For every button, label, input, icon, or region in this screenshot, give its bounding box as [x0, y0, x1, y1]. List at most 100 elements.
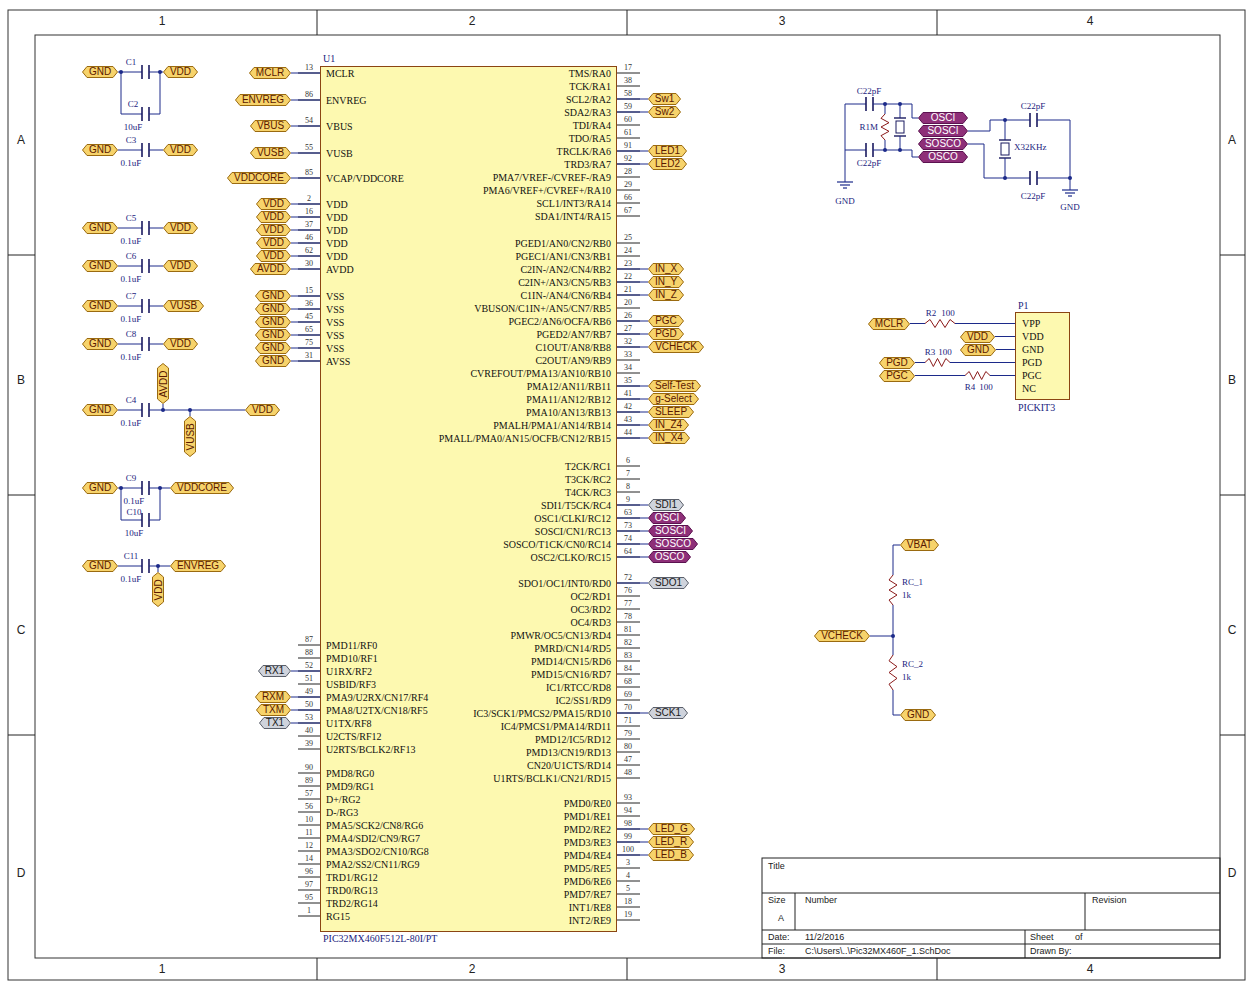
pin-name: VDD	[326, 251, 348, 262]
pin-name: OSC2/CLKO/RC15	[530, 552, 611, 563]
port-outline	[228, 173, 291, 184]
pin-name: OC3/RD2	[570, 604, 611, 615]
wire	[149, 306, 163, 307]
port-outline	[250, 68, 291, 79]
pin-line	[617, 177, 640, 178]
pin-number: 24	[624, 246, 632, 255]
frame-border	[8, 10, 1245, 980]
port-outline	[649, 526, 693, 537]
crystal-symbol	[1005, 120, 1006, 140]
pin-name: PMD10/RF1	[326, 653, 378, 664]
pin-name: T3CK/RC2	[565, 474, 611, 485]
pin-number: 86	[305, 90, 313, 99]
wire	[845, 104, 866, 105]
port-name: PGC	[648, 315, 684, 327]
port-outline	[901, 710, 936, 721]
pin-number: 94	[624, 806, 632, 815]
pin-line	[298, 812, 320, 813]
ground-symbol	[837, 181, 853, 182]
pin-name: VBUSON/C1IN+/AN5/CN7/RB5	[474, 303, 611, 314]
junction-dot	[158, 486, 162, 490]
net-port: SOSCI	[918, 125, 968, 137]
port-name: VDD	[256, 198, 291, 210]
port-outline	[649, 342, 704, 353]
pin-line	[298, 903, 320, 904]
net-port: Self-Test	[648, 380, 701, 392]
pin-line	[617, 138, 640, 139]
port-name: GND	[960, 344, 996, 356]
wire	[291, 178, 320, 179]
pin-line	[617, 868, 640, 869]
pin-name: PGC	[1022, 369, 1063, 382]
pin-line	[617, 661, 640, 662]
crystal-symbol	[896, 121, 904, 133]
junction-dot	[1068, 176, 1072, 180]
pin-name: CVREFOUT/PMA13/AN10/RB10	[470, 368, 611, 379]
pin-name: U1RTS/BCLK1/CN21/RD15	[493, 773, 611, 784]
pin-number: 81	[624, 625, 632, 634]
port-name: IN_Y	[648, 276, 684, 288]
wire	[870, 636, 893, 637]
pin-number: 56	[305, 802, 313, 811]
pin-number: 53	[305, 713, 313, 722]
pin-name: TDO/RA5	[569, 133, 611, 144]
wire	[291, 256, 320, 257]
grid-reference: C	[17, 623, 26, 637]
net-port: ENVREG	[235, 94, 291, 106]
pin-number: 74	[624, 534, 632, 543]
pin-line	[298, 773, 320, 774]
port-outline	[256, 304, 291, 315]
capacitor-symbol	[865, 97, 867, 111]
pin-line	[617, 700, 640, 701]
wire	[995, 336, 1015, 337]
pin-line	[617, 609, 640, 610]
port-outline	[649, 107, 681, 118]
port-outline	[869, 318, 910, 329]
pin-name: INT2/RE9	[569, 915, 611, 926]
net-port: GND	[82, 260, 118, 272]
port-name: VDD	[152, 579, 164, 600]
junction-dot	[119, 70, 123, 74]
port-outline	[236, 95, 291, 106]
port-outline	[649, 394, 699, 405]
frame-tick	[937, 958, 938, 980]
net-port: IN_X	[648, 263, 684, 275]
port-name: GND	[82, 338, 118, 350]
part-label: 100	[979, 382, 993, 392]
resistor-symbol	[889, 655, 897, 690]
pin-number: 85	[305, 168, 313, 177]
part-label: C2	[128, 99, 139, 109]
pin-name: VPP	[1022, 317, 1063, 330]
net-port: VDD	[163, 66, 198, 78]
port-name: OSCI	[648, 512, 686, 524]
wire	[617, 531, 648, 532]
pin-number: 100	[622, 845, 634, 854]
part-label: 0.1uF	[121, 274, 142, 284]
net-port: TX1	[259, 717, 291, 729]
wire	[617, 855, 648, 856]
port-name: GND	[900, 709, 936, 721]
pin-name: CN20/U1CTS/RD14	[527, 760, 611, 771]
pin-name: PMD2/RE2	[564, 824, 611, 835]
pin-name: NC	[1022, 382, 1063, 395]
pin-number: 67	[624, 206, 632, 215]
port-outline	[185, 417, 196, 457]
pin-number: 64	[624, 547, 632, 556]
pin-number: 31	[305, 351, 313, 360]
frame-tick	[627, 10, 628, 35]
port-outline	[153, 573, 164, 607]
wire	[617, 829, 648, 830]
pin-number: 20	[624, 298, 632, 307]
net-port: AVDD	[250, 263, 291, 275]
wire	[291, 671, 320, 672]
wire	[617, 399, 648, 400]
pin-line	[617, 816, 640, 817]
pin-number: 59	[624, 102, 632, 111]
wire	[149, 344, 163, 345]
port-name: VBAT	[900, 539, 939, 551]
grid-reference: B	[17, 373, 25, 387]
wire	[118, 266, 142, 267]
net-port: LED1	[648, 145, 687, 157]
header-name: PICKIT3	[1018, 401, 1055, 414]
net-port: g-Select	[648, 393, 699, 405]
